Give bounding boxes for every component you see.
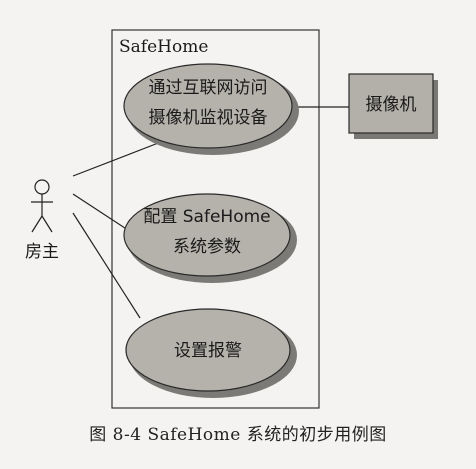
use-case-2[interactable]: 配置 SafeHome 系统参数 xyxy=(123,193,297,283)
use-case-1[interactable]: 通过互联网访问 摄像机监视设备 xyxy=(123,63,299,155)
actor-left-leg xyxy=(31,215,43,233)
use-case-3-label-line1: 设置报警 xyxy=(174,341,242,361)
actor-figure[interactable]: 房主 xyxy=(25,179,59,262)
use-case-1-label-line1: 通过互联网访问 xyxy=(149,78,268,98)
actor-label: 房主 xyxy=(25,242,59,262)
use-case-3[interactable]: 设置报警 xyxy=(125,308,297,398)
camera-box[interactable]: 摄像机 xyxy=(348,73,438,139)
system-boundary-label: SafeHome xyxy=(119,37,208,57)
use-case-1-ellipse xyxy=(123,63,293,149)
association-line-3 xyxy=(72,212,141,319)
use-case-2-label-line2: 系统参数 xyxy=(173,237,241,257)
camera-box-label: 摄像机 xyxy=(366,95,417,115)
association-line-2 xyxy=(72,193,132,233)
figure-caption: 图 8-4 SafeHome 系统的初步用例图 xyxy=(89,425,387,445)
use-case-3-ellipse xyxy=(125,308,291,392)
use-case-2-ellipse xyxy=(123,193,291,277)
use-case-2-label-line1: 配置 SafeHome xyxy=(143,207,270,227)
actor-head xyxy=(34,179,50,195)
use-case-1-label-line2: 摄像机监视设备 xyxy=(149,108,268,128)
camera-box-rect xyxy=(348,73,434,134)
association-line-1 xyxy=(72,139,167,177)
actor-right-leg xyxy=(41,215,53,233)
